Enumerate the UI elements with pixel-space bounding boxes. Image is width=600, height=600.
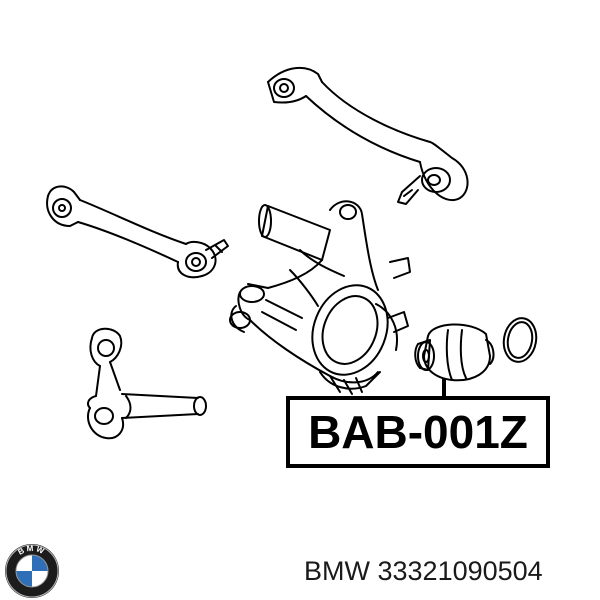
rubber-bushing: [414, 323, 495, 382]
upper-control-arm: [267, 66, 469, 205]
oem-part-number: 33321090504: [377, 556, 543, 586]
wheel-carrier: [229, 200, 411, 395]
svg-text:BMW: BMW: [17, 544, 48, 557]
lateral-link: [46, 185, 229, 279]
retaining-ring: [502, 317, 538, 363]
part-number-label: BAB-001Z: [286, 396, 550, 468]
part-caption: BMW 33321090504: [304, 556, 543, 587]
brand-name: BMW: [304, 556, 370, 586]
bmw-logo-icon: BMW: [5, 544, 59, 598]
trailing-link: [87, 327, 207, 440]
